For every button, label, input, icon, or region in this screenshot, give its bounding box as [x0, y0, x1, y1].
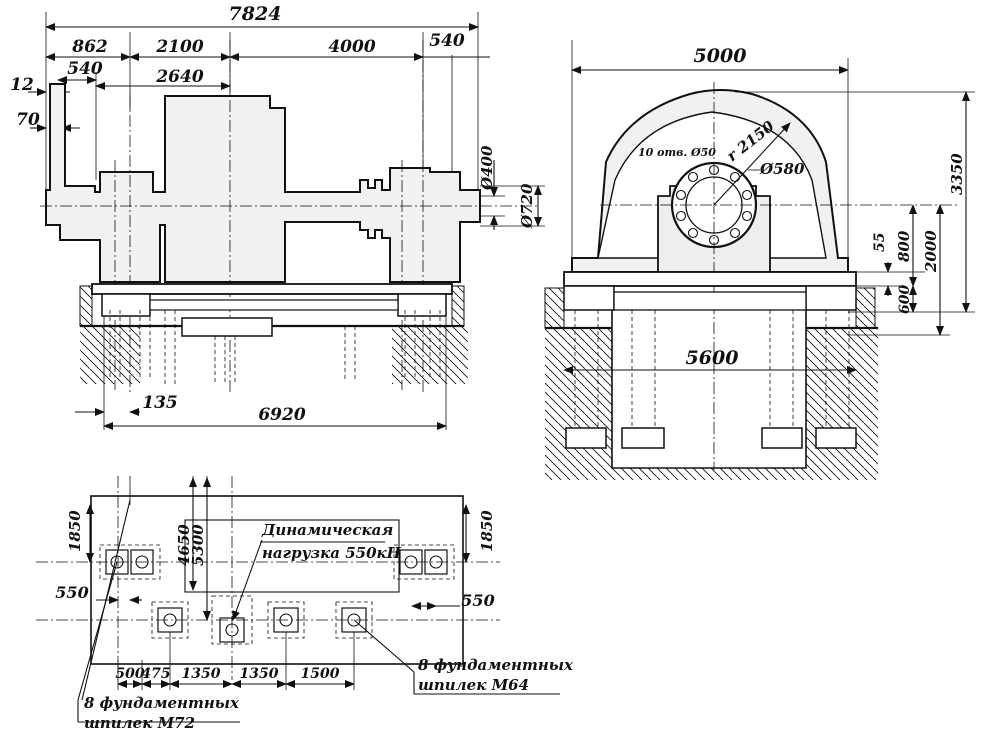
dim-540-left: 540: [67, 59, 103, 79]
dim-2000: 2000: [922, 230, 940, 273]
dim-4650: 4650: [175, 524, 193, 566]
dim-475: 475: [141, 666, 170, 682]
dim-1500: 1500: [301, 666, 340, 682]
dim-2100: 2100: [155, 37, 203, 57]
dim-70: 70: [16, 110, 40, 130]
dim-1850-right: 1850: [478, 510, 496, 552]
dim-540-right: 540: [429, 31, 465, 51]
dim-holes: 10 отв. Ø50: [638, 146, 716, 159]
dim-12: 12: [10, 75, 34, 95]
dim-2640: 2640: [155, 67, 203, 87]
dim-550-right: 550: [461, 591, 494, 610]
load-label-line2: нагрузка 550кН: [262, 544, 402, 562]
bolts-m72-line2: шпилек М72: [84, 714, 195, 732]
bolts-m64-line2: шпилек М64: [418, 676, 529, 694]
dim-4000: 4000: [328, 37, 375, 57]
dim-height-3350: 3350: [948, 153, 966, 195]
dim-6920: 6920: [258, 405, 305, 425]
dim-500: 500: [115, 666, 144, 682]
dim-1350-a: 1350: [182, 666, 221, 682]
bolts-m64-line1: 8 фундаментных: [418, 656, 574, 674]
dim-shaft-d400: Ø400: [478, 145, 496, 191]
dim-550-left: 550: [55, 583, 88, 602]
dim-total-length: 7824: [229, 3, 282, 25]
bolts-m72-line1: 8 фундаментных: [84, 694, 240, 712]
load-label-line1: Динамическая: [261, 521, 393, 539]
plan-view: 1850 1850 4650 5300 Динамическая нагрузк…: [36, 476, 574, 732]
dim-5600: 5600: [686, 347, 739, 369]
dim-862: 862: [71, 37, 108, 57]
dim-width-5000: 5000: [694, 45, 747, 67]
dim-1850-left: 1850: [66, 510, 84, 552]
side-view: 5000 r 2150 10 отв. Ø50 Ø580: [544, 40, 975, 480]
dim-d580: Ø580: [759, 160, 805, 178]
dim-800: 800: [895, 230, 913, 262]
front-view: 7824 862 2100 4000 540 540 2640 12 70: [10, 3, 545, 430]
dim-600: 600: [897, 285, 913, 314]
dim-1350-b: 1350: [240, 666, 279, 682]
dim-55: 55: [872, 233, 888, 252]
dim-5300: 5300: [189, 524, 207, 566]
bolt-m72-group: [99, 544, 455, 580]
dim-135: 135: [142, 393, 178, 413]
dim-shaft-d720: Ø720: [518, 183, 536, 229]
